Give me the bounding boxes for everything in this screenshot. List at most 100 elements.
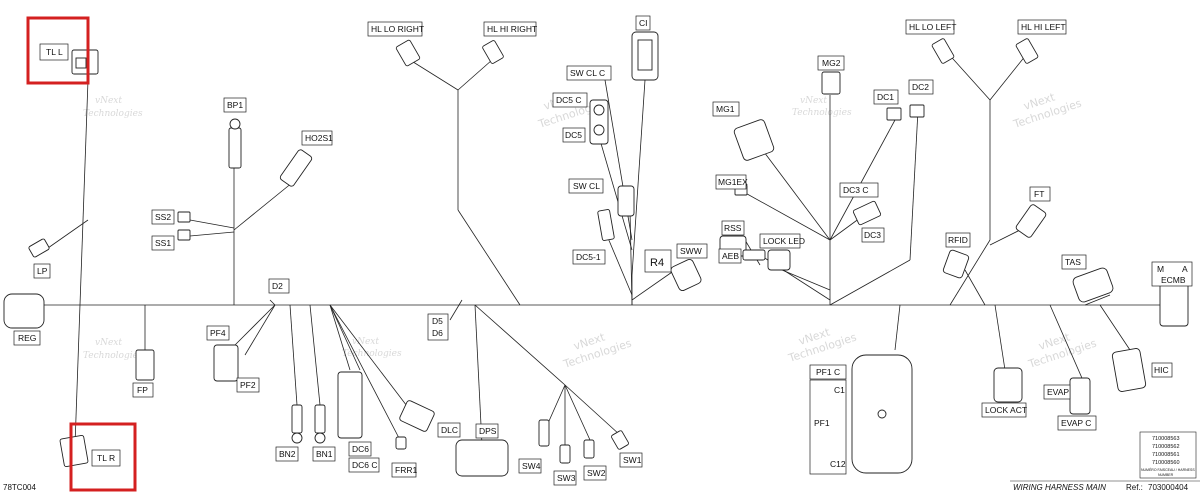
label-box bbox=[13, 330, 41, 346]
dps-label: DPS bbox=[479, 426, 497, 436]
aeb-label: AEB bbox=[722, 251, 739, 261]
wire bbox=[289, 304, 298, 406]
wire bbox=[74, 79, 89, 446]
reg-label: REG bbox=[18, 333, 36, 343]
evap-connector bbox=[1069, 377, 1091, 415]
wire bbox=[564, 384, 621, 436]
pf2-label: PF2 bbox=[240, 380, 256, 390]
label-box bbox=[715, 174, 747, 190]
dlc-connector bbox=[399, 400, 435, 432]
mg1-label: MG1 bbox=[716, 104, 735, 114]
label-box bbox=[718, 248, 742, 264]
sw4-label: SW4 bbox=[522, 461, 541, 471]
label-box bbox=[367, 21, 423, 37]
label-box bbox=[817, 55, 845, 71]
label-box bbox=[568, 178, 604, 194]
label-box bbox=[518, 458, 542, 474]
c1-label: C1 bbox=[834, 385, 845, 395]
wire bbox=[829, 119, 896, 241]
bp1-connector bbox=[228, 127, 242, 169]
mg2-label: MG2 bbox=[822, 58, 841, 68]
pf4-connector bbox=[213, 344, 239, 382]
sww-connector bbox=[670, 259, 702, 291]
lock-act-connector bbox=[993, 367, 1023, 403]
dc3-connector bbox=[852, 200, 882, 226]
wire bbox=[599, 139, 633, 251]
watermark-text: vNext bbox=[95, 338, 122, 348]
highlight-box-tl-l bbox=[26, 16, 90, 85]
bn1-ring-terminal bbox=[314, 432, 326, 444]
pf1-c-label: PF1 C bbox=[816, 367, 840, 377]
frr1-connector bbox=[395, 436, 407, 450]
watermark-text: Technologies bbox=[342, 349, 402, 359]
dc5-label: DC5 bbox=[565, 130, 582, 140]
wire bbox=[329, 304, 401, 441]
dc5-1-label: DC5-1 bbox=[576, 252, 601, 262]
wire bbox=[631, 79, 646, 276]
label-box bbox=[312, 446, 336, 462]
label-box bbox=[483, 21, 537, 37]
highlight-box-tl-r bbox=[69, 422, 137, 492]
bn2-label: BN2 bbox=[279, 449, 296, 459]
harness-number-note: NUMBER bbox=[1158, 473, 1174, 477]
ss1-label: SS1 bbox=[155, 238, 171, 248]
label-text-group: TL L TL R HL LO RIGHT HL HI RIGHT CI HL … bbox=[18, 18, 1188, 483]
wire bbox=[964, 269, 986, 306]
label-box bbox=[809, 364, 847, 380]
wire bbox=[457, 59, 493, 91]
label-box bbox=[1151, 362, 1173, 378]
wire bbox=[474, 304, 566, 386]
mg1-connector bbox=[733, 119, 775, 161]
watermark-text: Technologies bbox=[83, 109, 143, 119]
wire bbox=[754, 139, 831, 241]
wire bbox=[47, 219, 89, 249]
c12-label: C12 bbox=[830, 459, 846, 469]
a-label: A bbox=[1182, 264, 1188, 274]
pf1-connector-detail bbox=[877, 409, 887, 419]
label-box bbox=[905, 19, 955, 35]
harness-number-note: NUMÉRO FAISCEAU / HARNESS bbox=[1141, 467, 1195, 472]
tl-l-label: TL L bbox=[46, 47, 63, 57]
dc6-label: DC6 bbox=[352, 444, 369, 454]
watermark-text: vNext bbox=[95, 96, 122, 106]
ft-connector bbox=[1015, 204, 1047, 238]
rss-label: RSS bbox=[724, 223, 742, 233]
wire bbox=[829, 217, 861, 241]
label-box bbox=[275, 446, 299, 462]
sw1-label: SW1 bbox=[623, 455, 642, 465]
ecmb-label: ECMB bbox=[1161, 275, 1186, 285]
wire bbox=[829, 259, 911, 306]
label-box bbox=[236, 377, 260, 393]
label-box bbox=[572, 249, 606, 265]
label-box bbox=[39, 43, 69, 61]
hl-lo-right-connector bbox=[395, 39, 421, 67]
evap-c-label: EVAP C bbox=[1061, 418, 1091, 428]
tas-connector bbox=[1072, 267, 1114, 303]
label-box bbox=[223, 97, 247, 113]
ho2s1-connector bbox=[279, 149, 313, 187]
dc2-label: DC2 bbox=[912, 82, 929, 92]
dc5-c-label: DC5 C bbox=[556, 95, 582, 105]
label-box bbox=[91, 449, 121, 467]
part-number-box bbox=[1139, 431, 1197, 479]
label-box bbox=[644, 249, 672, 273]
dc3-c-label: DC3 C bbox=[843, 185, 869, 195]
wire bbox=[894, 304, 901, 351]
wire bbox=[329, 304, 361, 371]
label-box bbox=[151, 235, 175, 251]
sw3-connector bbox=[559, 444, 571, 464]
d2-label: D2 bbox=[272, 281, 283, 291]
wire bbox=[457, 209, 521, 306]
label-box bbox=[1151, 261, 1193, 287]
ss2-label: SS2 bbox=[155, 212, 171, 222]
label-box bbox=[635, 15, 651, 31]
hic-label: HIC bbox=[1154, 365, 1169, 375]
watermark-text: vNext bbox=[800, 96, 827, 106]
sw2-connector bbox=[583, 439, 595, 459]
wire bbox=[909, 109, 919, 261]
lock-led-connector bbox=[767, 249, 791, 271]
ci-connector-detail bbox=[637, 39, 653, 71]
fp-connector bbox=[135, 349, 155, 381]
label-box bbox=[1043, 384, 1071, 400]
label-box bbox=[348, 457, 380, 473]
